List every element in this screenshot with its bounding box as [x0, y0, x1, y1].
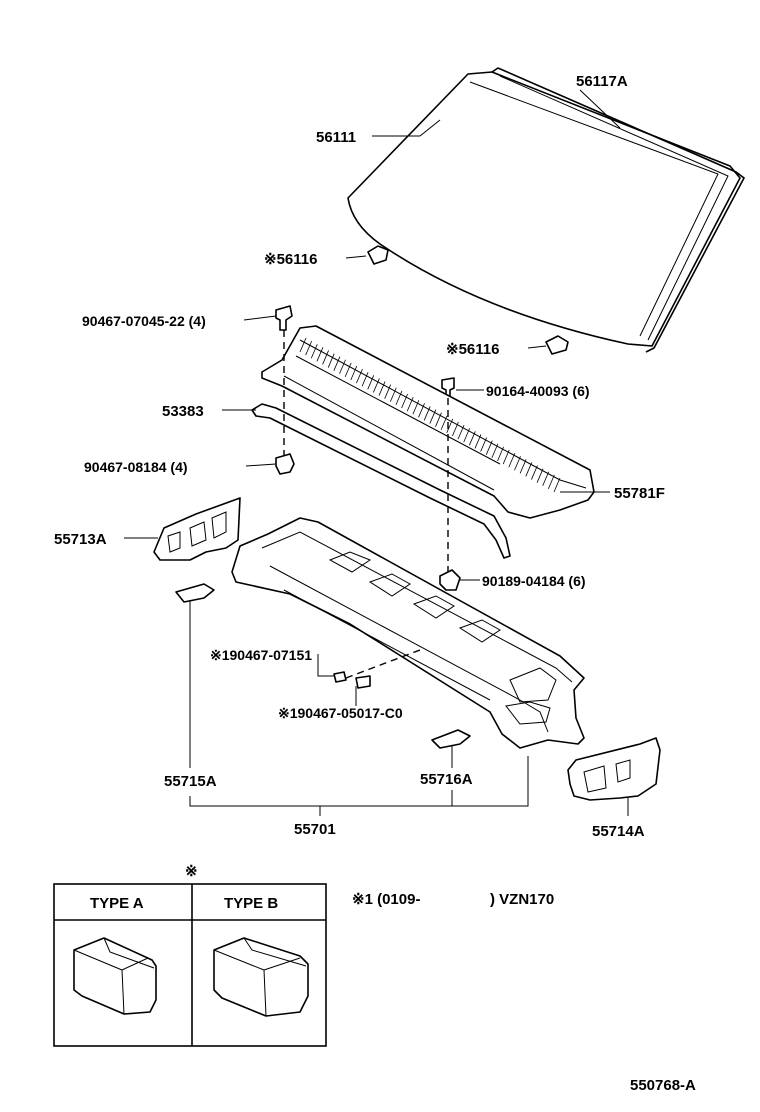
- label-56116-upper: ※56116: [264, 251, 317, 268]
- legend-marker: ※: [185, 863, 198, 880]
- note-prefix: ※1 (0109-: [352, 891, 420, 908]
- cowl-seal: [251, 403, 511, 559]
- type-legend-table: [53, 883, 327, 1047]
- leader-lines: [124, 89, 629, 816]
- windshield-moulding: [491, 67, 746, 353]
- label-90467-07151: ※190467-07151: [210, 647, 312, 663]
- nut-90189: [439, 569, 461, 591]
- clip-08184: [275, 453, 295, 475]
- label-55701: 55701: [294, 821, 336, 838]
- bolts-0715x: [333, 671, 371, 689]
- clip-07045: [275, 305, 293, 331]
- label-90164: 90164-40093 (6): [486, 383, 590, 399]
- bracket-55716A: [431, 729, 471, 749]
- type-b-spacer: [213, 937, 309, 1017]
- label-55713A: 55713A: [54, 531, 107, 548]
- label-90467-07045: 90467-07045-22 (4): [82, 313, 206, 329]
- label-55715A: 55715A: [164, 773, 217, 790]
- axis-0715x: [345, 649, 421, 679]
- label-55714A: 55714A: [592, 823, 645, 840]
- note-suffix: ) VZN170: [490, 891, 554, 908]
- label-90467-05017: ※190467-05017-C0: [278, 705, 403, 721]
- type-b-header: TYPE B: [224, 895, 278, 912]
- label-55781F: 55781F: [614, 485, 665, 502]
- type-a-header: TYPE A: [90, 895, 144, 912]
- cowl-louver: [261, 325, 595, 519]
- label-55716A: 55716A: [420, 771, 473, 788]
- bracket-55714A: [567, 737, 661, 801]
- drawing-id: 550768-A: [630, 1077, 696, 1094]
- label-56111: 56111: [316, 129, 356, 146]
- spacer-lower: [545, 335, 569, 355]
- bracket-55715A: [175, 583, 215, 603]
- label-56117A: 56117A: [576, 73, 628, 90]
- windshield-glass: [347, 71, 741, 347]
- type-a-spacer: [73, 937, 157, 1015]
- label-56116-lower: ※56116: [446, 341, 499, 358]
- label-90467-08184: 90467-08184 (4): [84, 459, 188, 475]
- spacer-upper: [367, 245, 389, 265]
- bracket-55713A: [153, 497, 241, 561]
- cowl-panel: [231, 517, 585, 749]
- label-53383: 53383: [162, 403, 204, 420]
- label-90189: 90189-04184 (6): [482, 573, 586, 589]
